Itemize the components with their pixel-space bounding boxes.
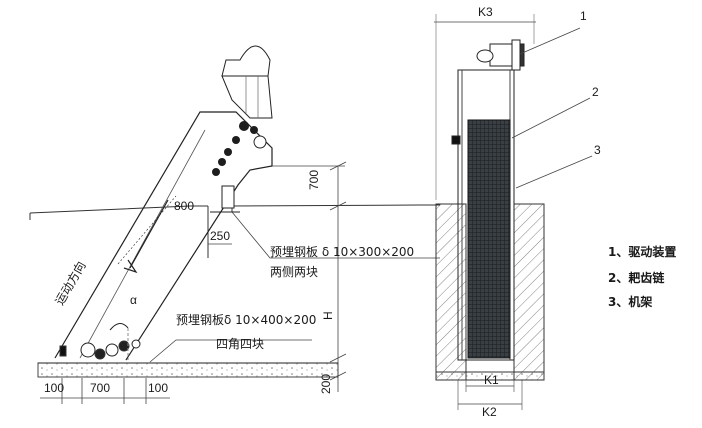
motion-direction-arrow xyxy=(123,199,169,274)
callout-2-leader xyxy=(511,97,591,139)
side-view-labels: 800 700 250 H 200 100 700 100 运动方向 α 预埋钢… xyxy=(44,170,414,395)
legend-item-1: 1、驱动装置 xyxy=(608,244,676,259)
plate2-leader xyxy=(149,339,312,363)
plate1-spec: 预埋钢板 δ 10×300×200 xyxy=(270,245,414,259)
drive-unit xyxy=(476,39,525,71)
right-wall xyxy=(513,203,545,381)
plate2-qty: 四角四块 xyxy=(216,337,264,351)
dim-K1: K1 xyxy=(484,373,499,387)
horizontal-dimensions xyxy=(40,378,170,404)
dim-800: 800 xyxy=(174,199,194,213)
side-view xyxy=(29,45,440,404)
dim-700-top: 700 xyxy=(307,170,321,190)
rake-mesh xyxy=(467,119,511,359)
angle-label: α xyxy=(130,293,137,307)
incline-frame xyxy=(54,111,273,361)
motion-direction-label: 运动方向 xyxy=(52,258,89,307)
callout-2: 2 xyxy=(592,85,599,99)
floor-slab xyxy=(37,362,339,378)
plate1-leader xyxy=(231,211,432,259)
dim-250: 250 xyxy=(210,229,230,243)
callout-1: 1 xyxy=(580,9,587,23)
dim-100-left: 100 xyxy=(44,381,64,395)
front-view-labels: K3 K1 K2 1 2 3 xyxy=(478,5,601,419)
support-bracket xyxy=(221,185,235,209)
plate2-spec: 预埋钢板δ 10×400×200 xyxy=(176,313,316,327)
dim-700-bottom: 700 xyxy=(90,381,110,395)
legend-item-2: 2、耙齿链 xyxy=(608,270,665,285)
dim-100-right: 100 xyxy=(148,381,168,395)
dim-200: 200 xyxy=(319,374,333,394)
dim-K2: K2 xyxy=(482,405,497,419)
front-view xyxy=(434,14,593,410)
dim-H: H xyxy=(321,311,335,320)
callout-1-leader xyxy=(519,27,581,55)
legend-item-3: 3、机架 xyxy=(608,294,652,309)
dim-K3: K3 xyxy=(478,5,493,19)
vertical-dimensions xyxy=(272,161,347,392)
callout-3-leader xyxy=(515,155,593,189)
callout-3: 3 xyxy=(594,143,601,157)
legend: 1、驱动装置 2、耙齿链 3、机架 xyxy=(608,244,676,309)
left-wall xyxy=(435,203,467,381)
machine-frame xyxy=(457,69,515,361)
plate1-qty: 两侧两块 xyxy=(270,265,318,279)
rake-teeth xyxy=(212,121,267,176)
bottom-sprocket xyxy=(59,339,141,360)
